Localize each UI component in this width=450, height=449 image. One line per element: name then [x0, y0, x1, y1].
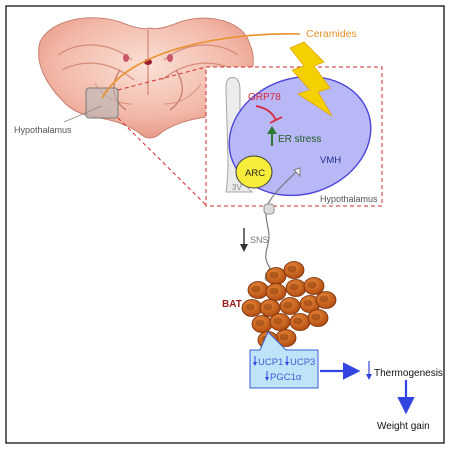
inhibition-bar-icon [255, 105, 277, 121]
ceramides-label: Ceramides [306, 28, 357, 40]
bat-label: BAT [222, 299, 242, 310]
adipocyte-nucleus [311, 313, 321, 321]
adipocyte-nucleus [269, 271, 279, 279]
adipocyte-nucleus [251, 285, 261, 293]
hypothalamus-region-box [85, 87, 119, 119]
arc-label: ARC [245, 168, 265, 179]
er-stress-label: ER stress [278, 134, 321, 145]
adipocyte-nucleus [319, 295, 329, 303]
hypothalamus-inset-label: Hypothalamus [320, 194, 378, 204]
adipocyte-nucleus [245, 303, 255, 311]
ucp3-label: UCP3 [290, 357, 315, 368]
sns-label: SNS [250, 235, 269, 245]
adipocyte-nucleus [287, 265, 297, 273]
adipocyte-nucleus [307, 281, 317, 289]
adipocyte-nucleus [283, 301, 293, 309]
adipocyte-nucleus [255, 319, 265, 327]
hypothalamus-brain-label: Hypothalamus [14, 125, 72, 135]
adipocyte-nucleus [303, 299, 313, 307]
third-ventricle-label: 3V [232, 183, 242, 192]
ucp1-label: UCP1 [258, 357, 283, 368]
down-arrow-icon [285, 356, 289, 366]
weight-gain-label: Weight gain [377, 421, 430, 432]
down-arrow-icon [265, 371, 269, 381]
down-arrow-icon [240, 228, 248, 252]
adipocyte-nucleus [279, 333, 289, 341]
down-arrow-icon [253, 356, 257, 366]
arc-nucleus [235, 155, 273, 189]
up-arrow-icon [267, 126, 277, 146]
adipocyte-nucleus [293, 317, 303, 325]
adipocyte-nucleus [263, 303, 273, 311]
vmh-label: VMH [320, 155, 341, 166]
ceramides-signal-line [101, 33, 301, 99]
adipocyte-nucleus [273, 317, 283, 325]
grp78-label: GRP78 [248, 92, 281, 103]
down-arrow-icon [366, 361, 372, 380]
lightning-bolt-icon [289, 41, 333, 117]
thermogenesis-label: Thermogenesis [374, 368, 443, 379]
pgc1a-label: PGC1α [270, 372, 302, 383]
adipocyte-nucleus [289, 283, 299, 291]
adipocyte-nucleus [269, 287, 279, 295]
